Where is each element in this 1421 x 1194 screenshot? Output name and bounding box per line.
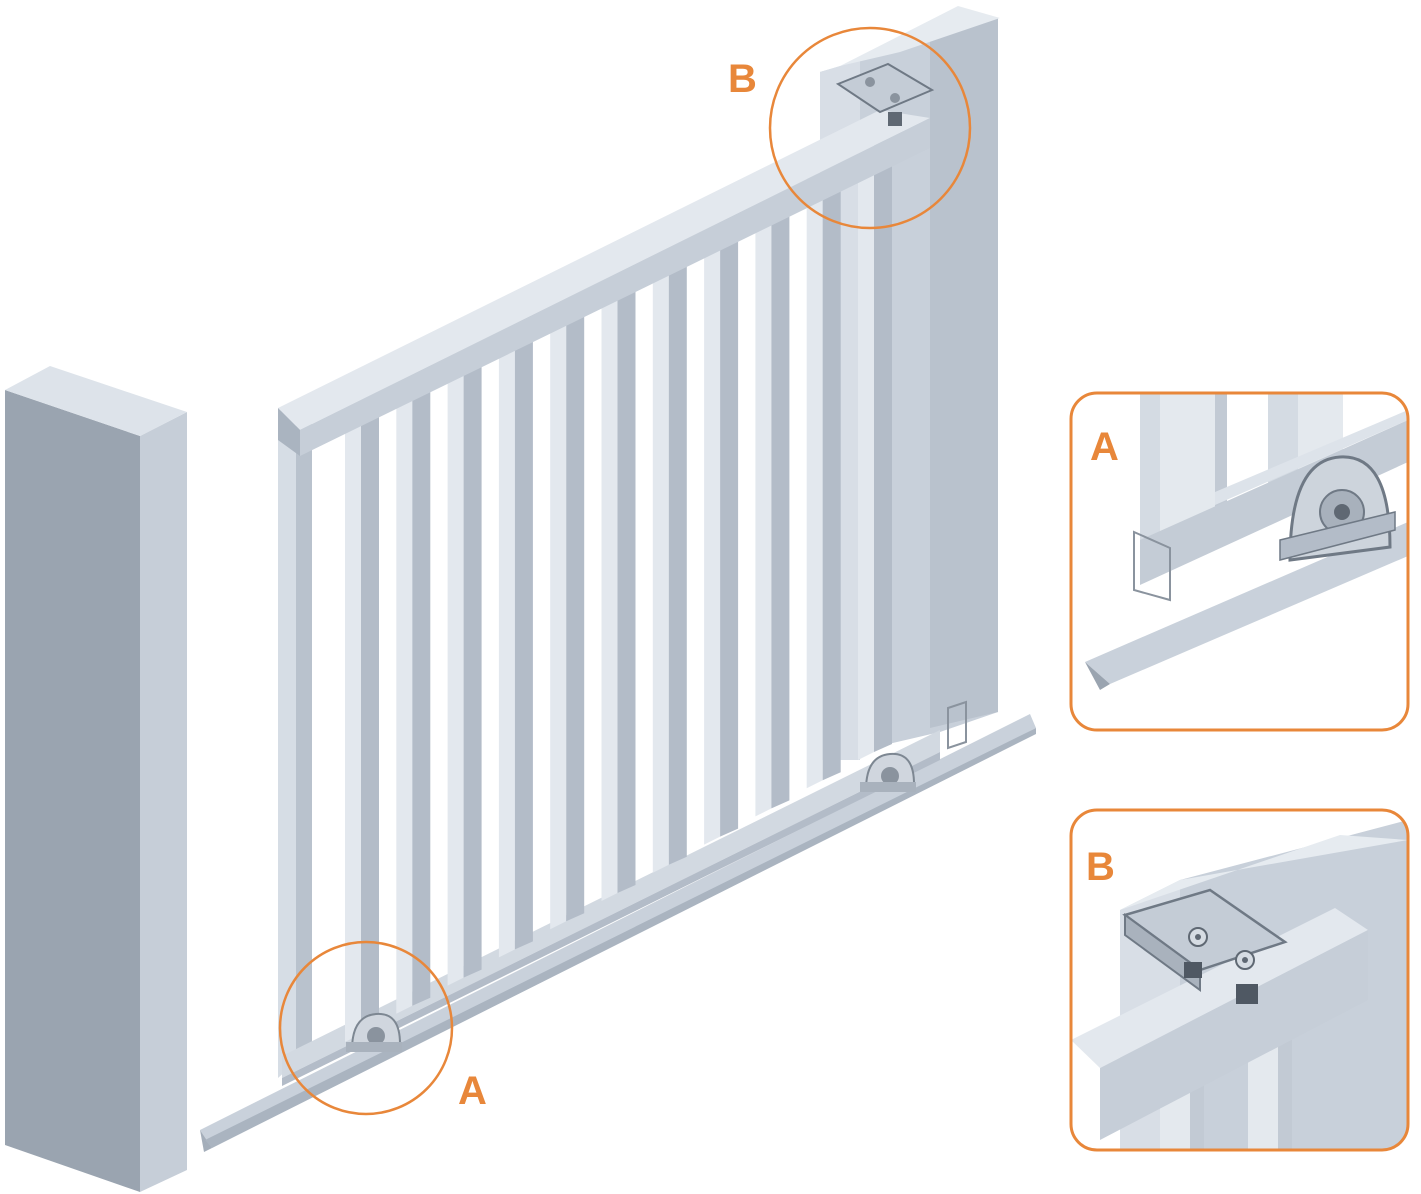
label-a-inset: A — [1090, 425, 1119, 469]
top-rail — [278, 110, 930, 456]
gate-picket — [447, 366, 464, 986]
gate-picket — [498, 338, 515, 958]
ground-rail — [200, 714, 1036, 1152]
label-a-main: A — [458, 1069, 487, 1113]
inset-detail-a: A — [1069, 391, 1410, 732]
gate-picket — [704, 227, 721, 845]
left-post — [5, 366, 187, 1192]
callout-circle-b — [768, 26, 972, 230]
callout-circle-a — [278, 940, 454, 1116]
gate-picket-side — [617, 277, 636, 893]
gate-picket — [396, 394, 413, 1014]
gate-picket-side — [668, 249, 687, 865]
gate-picket-side — [412, 388, 431, 1006]
gate-picket-side — [874, 138, 892, 752]
label-b-inset: B — [1086, 845, 1115, 889]
gate-picket — [550, 310, 567, 930]
gate-frame — [278, 410, 940, 1086]
gate-picket-side — [514, 332, 533, 950]
bottom-wheel-b — [860, 752, 916, 792]
gate-picket-side — [463, 360, 482, 978]
gate-picket-side — [822, 165, 841, 781]
gate-picket-side — [720, 221, 739, 837]
gate-picket — [345, 422, 361, 1042]
gate-picket-side — [771, 193, 790, 809]
gate-picket — [858, 144, 874, 760]
inset-a-frame — [1069, 391, 1410, 732]
gate-picket-side — [361, 416, 379, 1034]
gate-picket — [652, 255, 669, 873]
gate-picket — [755, 199, 772, 817]
gate-picket-side — [566, 304, 585, 922]
gate-picket — [806, 171, 823, 789]
label-b-main: B — [728, 57, 757, 101]
inset-b-frame — [1069, 808, 1410, 1152]
bottom-wheel-a — [346, 1012, 402, 1052]
gate-picket — [601, 283, 618, 901]
inset-detail-b: B — [1069, 808, 1410, 1152]
end-stop — [947, 700, 967, 750]
gate-pickets — [345, 138, 892, 1042]
top-guide-bracket — [835, 62, 935, 126]
